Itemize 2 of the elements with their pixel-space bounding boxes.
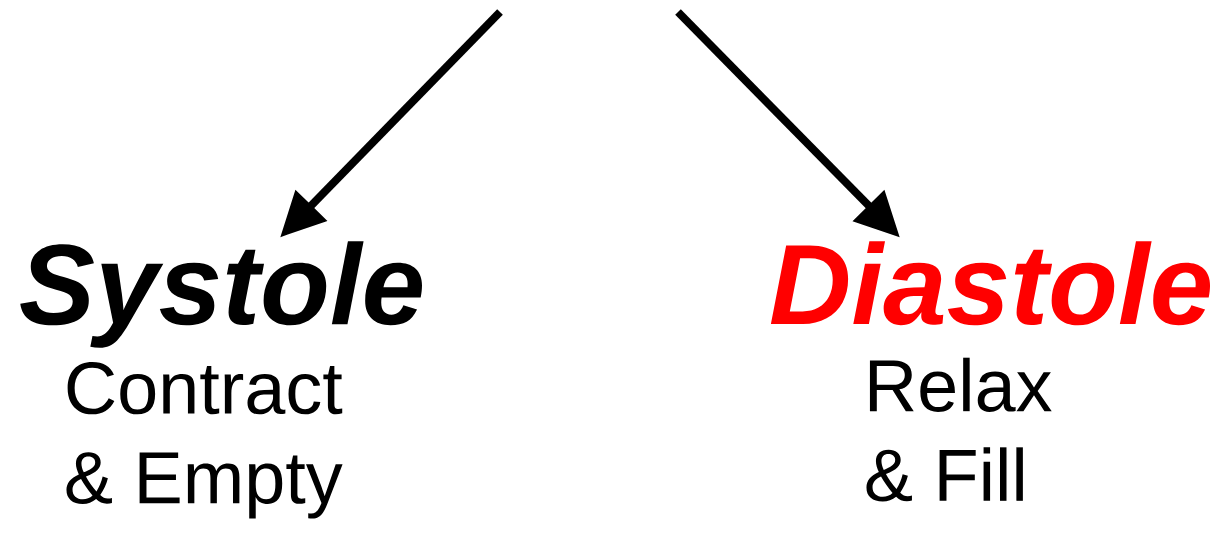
phase-label: Diastole Relax & Fill bbox=[770, 241, 1211, 502]
phase-label: Systole Contract & Empty bbox=[20, 241, 422, 519]
